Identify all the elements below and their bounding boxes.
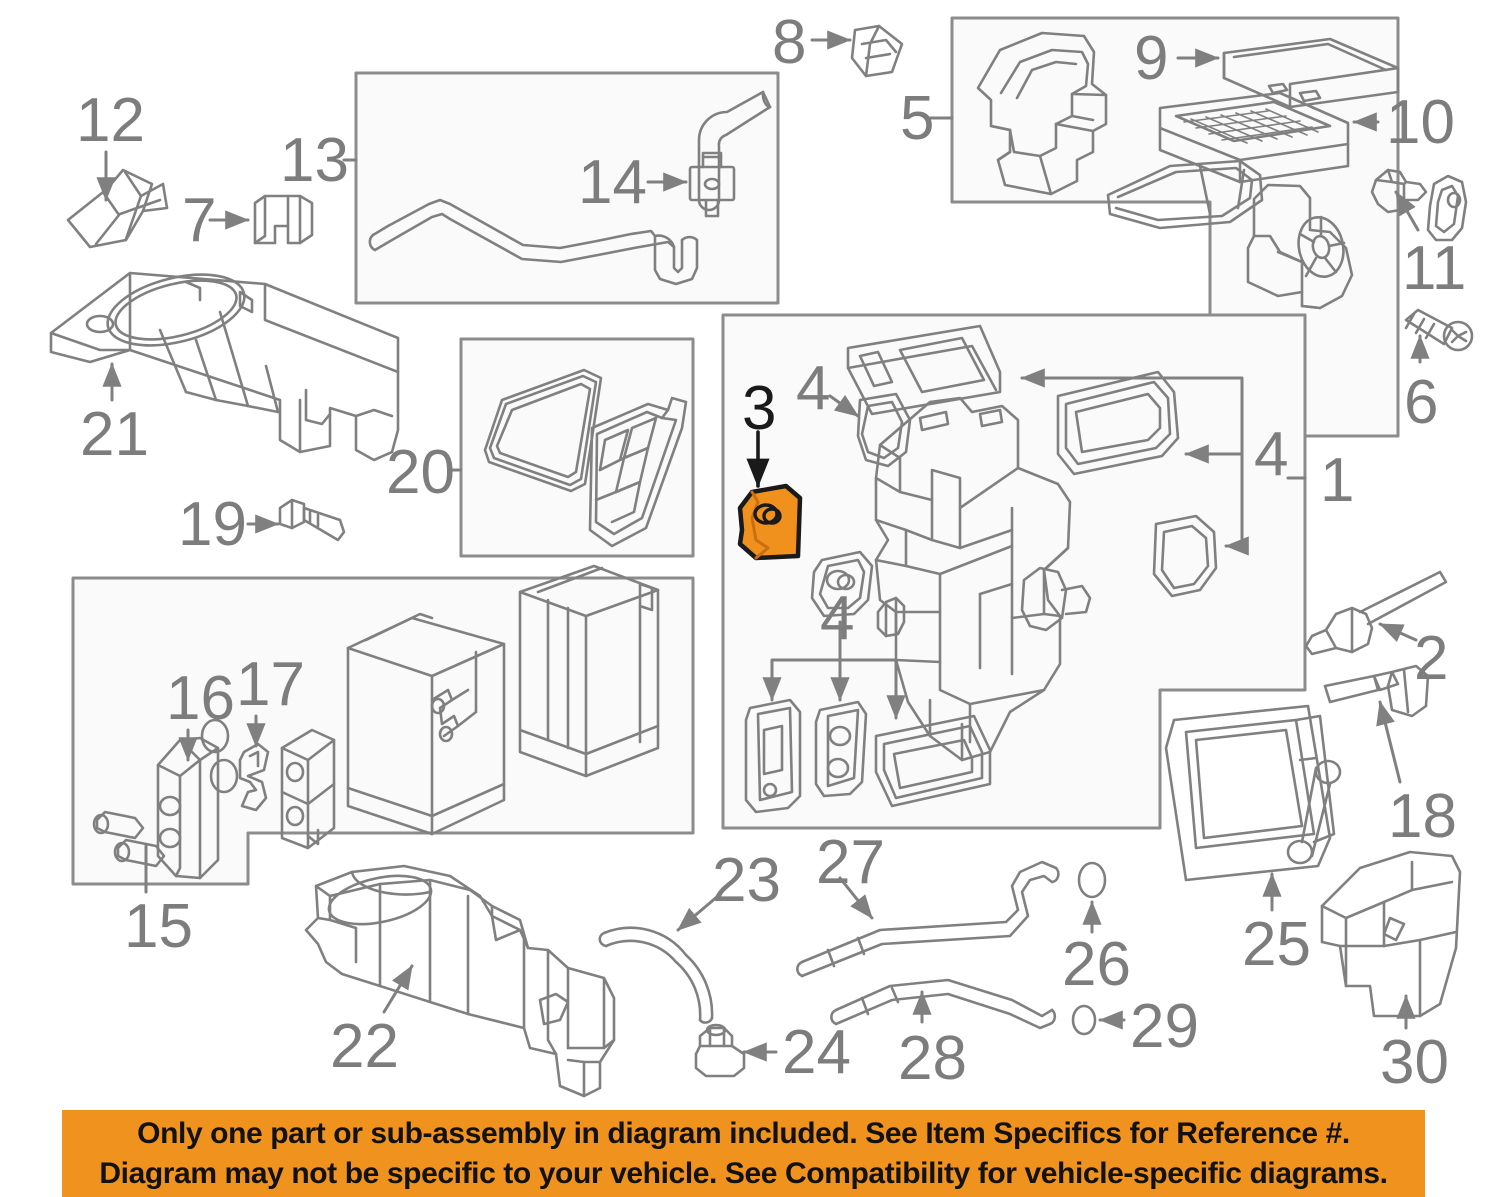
part-15-evaporator-core-front [346,612,506,836]
part-20-seal-and-grille [483,368,688,548]
callout-13: 13 [280,126,349,195]
callout-19: 19 [178,490,247,559]
part-4-seal-top [856,392,912,468]
callout-6: 6 [1404,368,1439,437]
callout-21: 21 [80,400,149,469]
part-28-heater-hose-outlet [830,978,1057,1030]
callout-4-upper: 4 [796,354,831,423]
callout-23: 23 [712,846,781,915]
disclaimer-banner: Only one part or sub-assembly in diagram… [62,1110,1425,1197]
leader-4b-top [1020,368,1244,456]
part-4-seal-right-upper [1056,370,1180,476]
leader-11 [1394,190,1420,232]
callout-3: 3 [742,374,777,443]
part-23-drain-hose [598,926,714,1024]
part-22-blower-case [304,864,616,1098]
part-13-heater-hose [368,198,699,286]
part-5-duct-cover [1106,159,1264,230]
disclaimer-line-1: Only one part or sub-assembly in diagram… [137,1116,1350,1150]
part-9-cabin-air-filter [1222,37,1400,109]
callout-29: 29 [1130,992,1199,1061]
part-blower-motor [1246,183,1354,310]
part-24-grommet [694,1023,746,1078]
part-15-o-rings [92,810,166,868]
part-11-bracket [1426,174,1468,242]
callout-28: 28 [898,1024,967,1093]
part-1-hvac-case-assembly [874,396,1092,762]
part-4-door-lower-left [744,698,802,814]
callout-9: 9 [1134,24,1169,93]
callout-20: 20 [386,438,455,507]
part-4-seal-right-lower [1152,514,1218,598]
part-5-blower-housing [976,31,1108,196]
part-15-evaporator-core-rear [518,564,660,778]
leader-27 [838,876,874,920]
callout-16: 16 [166,664,235,733]
panel-20 [459,337,695,558]
callout-11: 11 [1402,234,1467,303]
part-17-retainer-clip [238,742,270,812]
part-14-valve [688,151,736,218]
part-18-link [1323,664,1430,718]
callout-2: 2 [1414,624,1449,693]
callout-1: 1 [1320,446,1355,515]
part-4-seal-mid [810,550,874,618]
leader-4c-right [838,658,906,720]
callout-4-lower: 4 [820,584,855,653]
callout-5: 5 [900,84,935,153]
callout-7: 7 [182,186,217,255]
leader-23 [676,894,720,932]
leader-2 [1378,622,1418,643]
callout-4-right: 4 [1254,420,1289,489]
part-12-retainer [66,168,169,249]
part-8-clip [850,24,904,78]
callout-17: 17 [236,650,305,719]
part-21-air-distribution-duct [49,271,400,462]
part-30-duct [1320,850,1462,1018]
leader-4b-bottom [1224,452,1249,556]
part-4-actuator-lower-mid [814,700,868,798]
part-13-upper-hose [697,90,772,212]
part-27-heater-hose-inlet [796,860,1060,978]
part-26-o-ring [1077,861,1107,899]
callout-10: 10 [1386,88,1455,157]
part-15-seal-rings [200,718,239,794]
part-15-block-fitting [280,728,336,850]
callout-22: 22 [330,1012,399,1081]
callout-25: 25 [1242,910,1311,979]
part-29-o-ring [1071,1004,1097,1036]
callout-30: 30 [1380,1028,1449,1097]
part-3-highlighted-temperature-actuator-lever[interactable] [737,483,803,561]
callout-leaders [96,30,1430,1062]
part-6-screw [1404,308,1474,352]
part-19-bolt [278,498,346,542]
callout-27: 27 [816,828,885,897]
disclaimer-line-2: Diagram may not be specific to your vehi… [99,1156,1388,1190]
leader-4a [828,394,860,418]
callout-15: 15 [124,892,193,961]
callout-14: 14 [578,148,647,217]
leader-22 [382,964,414,1014]
callout-26: 26 [1062,930,1131,999]
leader-4c-left [762,658,842,702]
part-7-clip [253,194,314,245]
part-4-vent-upper [846,324,1002,416]
part-25-heater-core [1164,704,1342,882]
callout-12: 12 [76,86,145,155]
part-4-vent-lower [874,714,992,808]
part-2-actuator-rod [1304,570,1448,656]
callout-8: 8 [772,8,807,77]
callout-18: 18 [1388,782,1457,851]
panel-15 [71,576,695,886]
callout-24: 24 [782,1018,851,1087]
leader-18 [1376,700,1402,784]
part-4-small-clip [876,596,906,638]
